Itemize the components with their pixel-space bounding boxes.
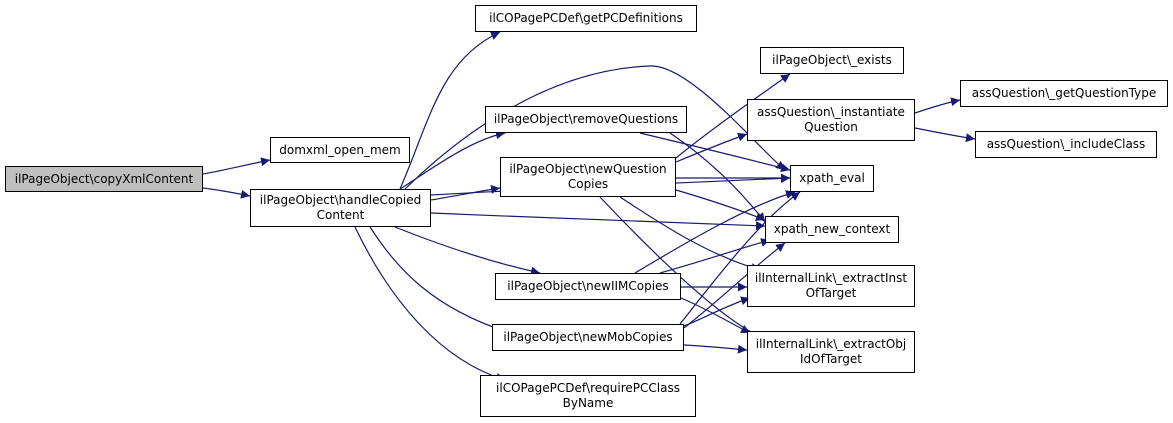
edge-newIIMCopies-to-extractObjIdOfTarget bbox=[680, 297, 751, 334]
node-label-line: Question bbox=[804, 120, 858, 134]
node-label-line: ilPageObject\newMobCopies bbox=[503, 330, 673, 344]
node-label-line: ilCOPagePCDef\getPCDefinitions bbox=[489, 11, 683, 25]
node-label-line: xpath_eval bbox=[799, 171, 865, 185]
edge-newQuestionCopies-to-exists bbox=[675, 73, 791, 159]
edge-handleCopiedContent-to-newMobCopies bbox=[369, 226, 521, 338]
edge-instantiateQuestion-to-includeClass bbox=[914, 127, 976, 143]
node-label-line: ilInternalLink\_extractInst bbox=[754, 271, 908, 285]
node-label-line: domxml_open_mem bbox=[279, 142, 401, 157]
node-label-line: assQuestion\_getQuestionType bbox=[971, 86, 1157, 100]
node-includeclass[interactable]: assQuestion\_includeClass bbox=[975, 131, 1157, 158]
edge-newIIMCopies-to-xpath_new_context bbox=[659, 238, 771, 274]
node-label-line: ilInternalLink\_extractObj bbox=[755, 337, 907, 351]
node-newiimcopies[interactable]: ilPageObject\newIIMCopies bbox=[495, 273, 681, 300]
node-label-line: assQuestion\_instantiate bbox=[757, 105, 905, 119]
edge-newQuestionCopies-to-extractObjIdOfTarget bbox=[599, 196, 766, 340]
edge-handleCopiedContent-to-removeQuestions bbox=[399, 130, 506, 190]
node-xpath-new-context[interactable]: xpath_new_context bbox=[765, 216, 899, 243]
node-xpath-eval[interactable]: xpath_eval bbox=[790, 165, 874, 192]
edge-removeQuestions-to-xpath_eval bbox=[639, 132, 791, 173]
edge-newQuestionCopies-to-instantiateQuestion bbox=[675, 132, 748, 163]
node-removequestions[interactable]: ilPageObject\removeQuestions bbox=[485, 106, 687, 133]
edge-instantiateQuestion-to-getQuestionType bbox=[914, 97, 961, 114]
node-label-line: Copies bbox=[567, 177, 609, 191]
node-newmobcopies[interactable]: ilPageObject\newMobCopies bbox=[492, 324, 684, 351]
node-label-line: ilPageObject\newQuestion bbox=[509, 162, 667, 176]
node-getpcdefinitions[interactable]: ilCOPagePCDef\getPCDefinitions bbox=[475, 5, 697, 32]
node-label-line: ilCOPagePCDef\requirePCClass bbox=[496, 381, 680, 395]
node-label-line: ilPageObject\_exists bbox=[772, 53, 892, 67]
node-label-line: IdOfTarget bbox=[800, 352, 862, 366]
edge-newMobCopies-to-extractObjIdOfTarget bbox=[683, 344, 748, 354]
node-label-line: assQuestion\_includeClass bbox=[986, 137, 1146, 151]
edge-removeQuestions-to-xpath_new_context bbox=[669, 132, 766, 223]
node-exists[interactable]: ilPageObject\_exists bbox=[760, 47, 904, 74]
edge-copyXmlContent-to-domxml_open_mem bbox=[202, 157, 271, 175]
node-label-line: xpath_new_context bbox=[773, 222, 891, 236]
edge-newQuestionCopies-to-xpath_new_context bbox=[675, 189, 766, 221]
edge-handleCopiedContent-to-xpath_new_context bbox=[430, 212, 766, 231]
edge-handleCopiedContent-to-exists bbox=[404, 65, 786, 190]
edge-handleCopiedContent-to-getPCDefinitions bbox=[399, 31, 501, 190]
edge-handleCopiedContent-to-newQuestionCopies bbox=[430, 184, 501, 201]
node-domxml-open-mem[interactable]: domxml_open_mem bbox=[270, 137, 410, 163]
node-label-line: ByName bbox=[562, 396, 614, 410]
node-getquestiontype[interactable]: assQuestion\_getQuestionType bbox=[960, 80, 1168, 107]
edge-newMobCopies-to-extractInstOfTarget bbox=[683, 296, 751, 327]
node-label-line: ilPageObject\newIIMCopies bbox=[507, 279, 669, 293]
node-label-line: OfTarget bbox=[805, 286, 857, 300]
edge-newQuestionCopies-to-extractInstOfTarget bbox=[619, 196, 761, 272]
node-label-line: ilPageObject\copyXmlContent bbox=[14, 171, 194, 186]
edge-newMobCopies-to-xpath_new_context bbox=[683, 242, 786, 329]
node-label-line: Content bbox=[316, 208, 365, 222]
edge-newIIMCopies-to-xpath_eval bbox=[634, 190, 796, 274]
node-label-line: ilPageObject\handleCopied bbox=[259, 193, 422, 207]
edge-handleCopiedContent-to-newIIMCopies bbox=[394, 226, 541, 276]
node-label-line: ilPageObject\removeQuestions bbox=[493, 112, 679, 126]
node-copyxmlcontent[interactable]: ilPageObject\copyXmlContent bbox=[5, 166, 203, 192]
edge-handleCopiedContent-to-requirePCClassByName bbox=[354, 226, 506, 382]
edge-newMobCopies-to-xpath_eval bbox=[679, 191, 801, 325]
edge-copyXmlContent-to-handleCopiedContent bbox=[202, 187, 251, 199]
